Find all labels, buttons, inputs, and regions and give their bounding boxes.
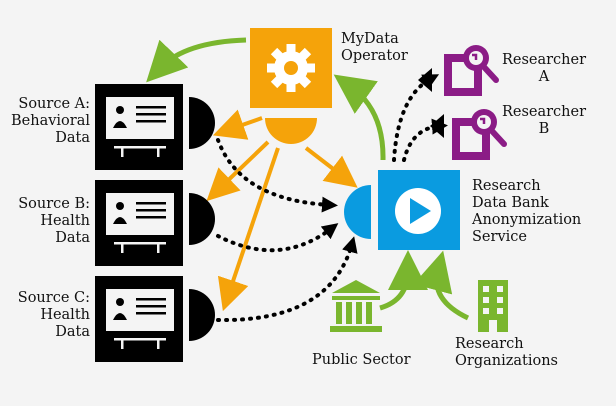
operator-to-source-c-orange-arrow	[217, 147, 280, 312]
operator-node	[250, 28, 332, 144]
source-c-label: Source C: Health Data	[4, 290, 90, 341]
bank-to-researcher-a-flow	[392, 74, 440, 162]
researcher-b-label-line1: Researcher	[501, 104, 587, 120]
id-card-icon	[106, 289, 174, 349]
source-c-to-bank-flow	[216, 236, 358, 323]
source-c-node	[95, 276, 215, 362]
search-document-icon	[444, 45, 499, 96]
source-b-label: Source B: Health Data	[4, 196, 90, 247]
researcher-a-label: Researcher A	[498, 52, 590, 86]
researcher-b-label: Researcher B	[498, 104, 590, 138]
source-c-label-line1: Source C:	[17, 290, 90, 306]
research-bank-label: Research Data Bank Anonymization Service	[472, 178, 581, 246]
operator-label-line1: MyData	[341, 31, 399, 47]
researcher-a-node	[418, 45, 499, 96]
source-a-label-line1: Source A:	[18, 96, 90, 112]
researcher-a-label-line1: Researcher	[501, 52, 587, 68]
source-b-node	[95, 180, 215, 266]
operator-label: MyData Operator	[341, 31, 408, 65]
source-a-label-line2: Behavioral	[11, 113, 90, 129]
research-orgs-to-bank-arrow	[413, 250, 470, 321]
play-icon	[395, 188, 441, 234]
source-a-label: Source A: Behavioral Data	[4, 96, 90, 147]
gear-icon	[267, 44, 315, 92]
id-card-icon	[106, 97, 174, 157]
researcher-b-node	[430, 109, 507, 160]
government-building-icon	[330, 280, 382, 332]
researcher-a-label-line2: A	[538, 69, 550, 85]
research-orgs-label: Research Organizations	[455, 336, 558, 370]
research-orgs-label-line2: Organizations	[455, 353, 558, 369]
source-a-to-bank-flow	[216, 138, 338, 213]
source-a-label-line3: Data	[55, 130, 90, 146]
public-sector-to-bank-arrow	[379, 250, 428, 311]
researcher-b-label-line2: B	[538, 121, 550, 137]
bank-to-operator-arrow	[333, 74, 386, 161]
public-sector-label-line1: Public Sector	[312, 352, 411, 368]
search-document-icon	[452, 109, 507, 160]
research-orgs-label-line1: Research	[455, 336, 524, 352]
source-b-label-line1: Source B:	[18, 196, 90, 212]
office-building-icon	[478, 280, 508, 332]
research-bank-label-line2: Data Bank	[472, 195, 549, 211]
operator-to-bank-orange-arrow	[304, 146, 358, 188]
source-c-label-line3: Data	[55, 324, 90, 340]
source-b-label-line2: Health	[40, 213, 90, 229]
research-bank-node	[344, 170, 460, 250]
id-card-icon	[106, 193, 174, 253]
operator-to-source-a-arrow	[146, 37, 247, 83]
bank-to-researcher-b-flow	[402, 118, 448, 162]
source-c-label-line2: Health	[40, 307, 90, 323]
research-bank-label-line3: Anonymization	[472, 212, 582, 228]
operator-to-source-b-orange-arrow	[206, 140, 270, 202]
operator-to-source-a-orange-arrow	[212, 109, 263, 140]
source-b-label-line3: Data	[55, 230, 90, 246]
source-a-node	[95, 84, 215, 170]
research-bank-label-line4: Service	[472, 229, 527, 245]
research-bank-label-line1: Research	[472, 178, 541, 194]
public-sector-label: Public Sector	[312, 352, 411, 369]
source-b-to-bank-flow	[216, 223, 339, 253]
operator-label-line2: Operator	[341, 48, 408, 64]
